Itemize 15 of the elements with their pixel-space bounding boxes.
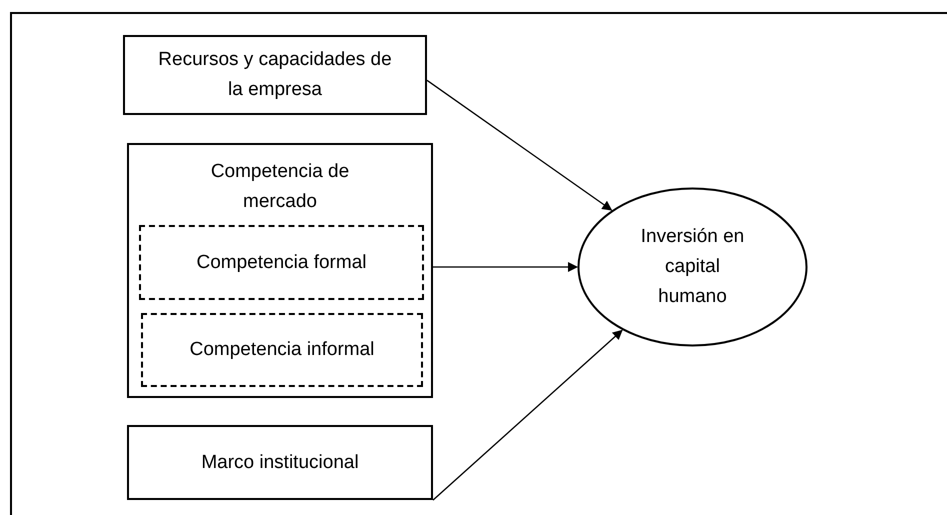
- group-box: [127, 143, 433, 398]
- arrow: [432, 330, 623, 501]
- outcome-ellipse: [577, 187, 808, 347]
- node-text: Competencia de mercado: [210, 160, 350, 214]
- node-text: Inversión en capital humano: [640, 225, 746, 309]
- node-text: Recursos y capacidades de la empresa: [157, 48, 393, 102]
- node-text: Competencia formal: [195, 250, 368, 274]
- factor-box: [123, 35, 427, 115]
- arrow: [433, 262, 578, 272]
- dashed-box: [141, 313, 423, 387]
- node-text: Competencia informal: [188, 338, 376, 362]
- node-text: Marco institucional: [200, 450, 360, 474]
- dashed-box: [139, 225, 424, 300]
- factor-box: [127, 425, 433, 500]
- arrow: [426, 80, 612, 211]
